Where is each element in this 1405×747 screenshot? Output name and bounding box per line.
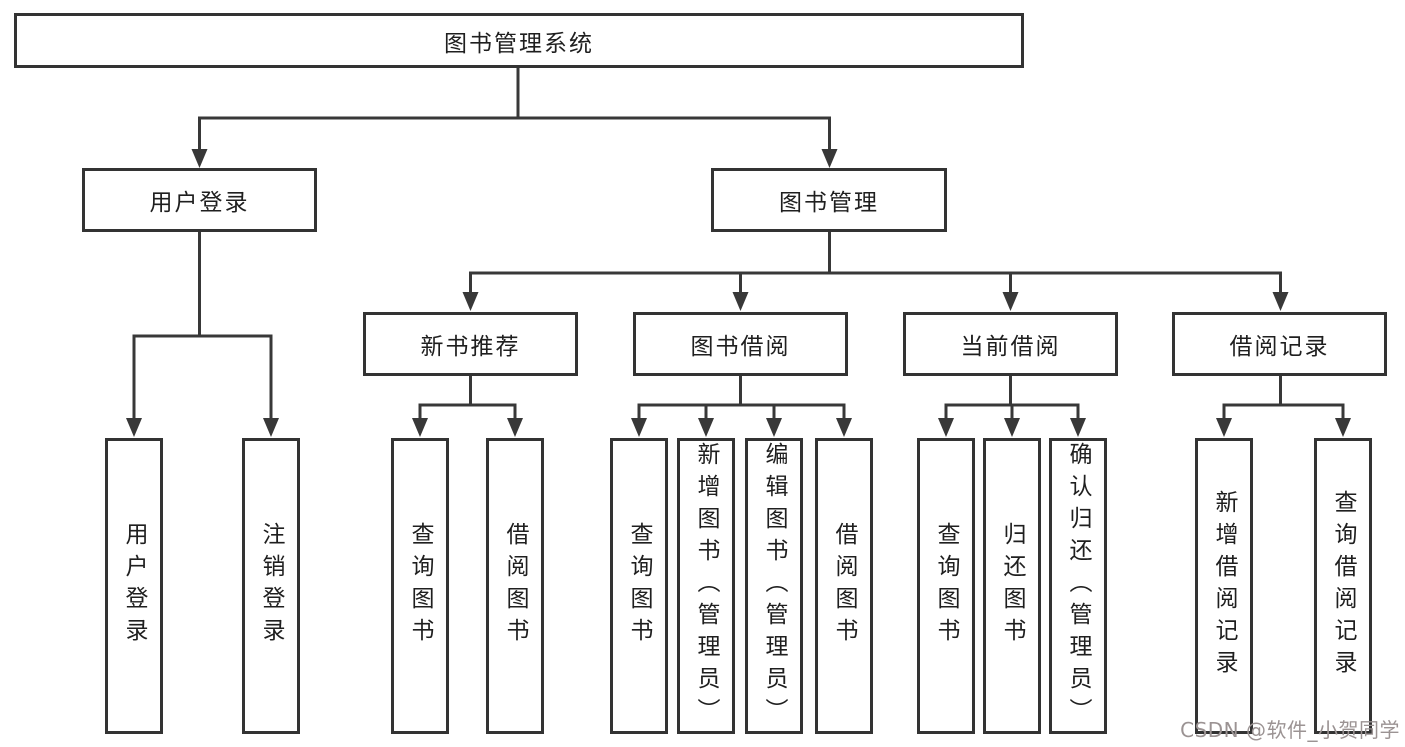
edge-new-book-bar: [418, 403, 517, 420]
leaf-nb-borrow-books: 借阅图书: [486, 438, 544, 734]
arrowhead-nb-query: [412, 418, 428, 437]
leaf-br-add-record-label: 新增借阅记录: [1211, 490, 1237, 682]
node-user-login: 用户登录: [82, 168, 317, 232]
edge-book-borrowing-bar: [637, 403, 846, 420]
leaf-logout: 注销登录: [242, 438, 300, 734]
leaf-bb-borrow-books-label: 借阅图书: [831, 522, 857, 650]
edge-level3-bar: [469, 271, 1282, 294]
arrowhead-current-borrowing: [1002, 292, 1019, 311]
node-new-book-recommend-label: 新书推荐: [420, 334, 521, 360]
node-book-management: 图书管理: [711, 168, 947, 232]
edge-level2-bar: [198, 116, 831, 151]
node-current-borrowing-label: 当前借阅: [960, 334, 1061, 360]
arrowhead-book-management: [821, 149, 838, 168]
leaf-bb-query-books-label: 查询图书: [626, 522, 652, 650]
arrowhead-bb-add: [698, 418, 714, 437]
arrowhead-br-add: [1216, 418, 1232, 437]
connector-user-login-children: [126, 230, 279, 437]
connector-current-borrowing-children: [938, 374, 1086, 437]
arrowhead-bb-edit: [766, 418, 782, 437]
leaf-cb-query-books-label: 查询图书: [933, 522, 959, 650]
arrowhead-cb-query: [938, 418, 954, 437]
arrowhead-user-login: [191, 149, 208, 168]
leaf-bb-edit-books-admin-label: 编辑图书（管理员）: [761, 442, 787, 730]
arrowhead-logout-leaf: [263, 418, 279, 437]
node-user-login-label: 用户登录: [149, 190, 250, 216]
arrowhead-cb-confirm: [1070, 418, 1086, 437]
edge-borrowing-records-bar: [1222, 403, 1345, 420]
node-library-system-label: 图书管理系统: [444, 30, 594, 57]
leaf-bb-query-books: 查询图书: [610, 438, 668, 734]
leaf-user-login-label: 用户登录: [121, 522, 147, 650]
node-book-management-label: 图书管理: [779, 190, 879, 216]
arrowhead-cb-return: [1004, 418, 1020, 437]
leaf-cb-confirm-return-admin-label: 确认归还（管理员）: [1065, 442, 1091, 730]
node-new-book-recommend: 新书推荐: [363, 312, 578, 376]
node-library-system: 图书管理系统: [14, 13, 1024, 68]
leaf-br-query-record: 查询借阅记录: [1314, 438, 1372, 734]
connector-root-to-level2: [191, 66, 838, 168]
leaf-nb-query-books: 查询图书: [391, 438, 449, 734]
arrowhead-borrowing-records: [1272, 292, 1289, 311]
leaf-bb-add-books-admin: 新增图书（管理员）: [677, 438, 735, 734]
arrowhead-bb-borrow: [836, 418, 852, 437]
leaf-cb-query-books: 查询图书: [917, 438, 975, 734]
arrowhead-new-book: [462, 292, 479, 311]
connector-book-borrowing-children: [631, 374, 852, 437]
arrowhead-bb-query: [631, 418, 647, 437]
arrowhead-book-borrowing: [732, 292, 749, 311]
node-borrowing-records: 借阅记录: [1172, 312, 1387, 376]
leaf-bb-edit-books-admin: 编辑图书（管理员）: [745, 438, 803, 734]
leaf-nb-borrow-books-label: 借阅图书: [502, 522, 528, 650]
arrowhead-nb-borrow: [507, 418, 523, 437]
connector-borrowing-records-children: [1216, 374, 1351, 437]
node-book-borrowing-label: 图书借阅: [690, 334, 791, 360]
leaf-bb-add-books-admin-label: 新增图书（管理员）: [693, 442, 719, 730]
edge-user-login-bar: [132, 334, 273, 420]
leaf-br-add-record: 新增借阅记录: [1195, 438, 1253, 734]
leaf-cb-return-books: 归还图书: [983, 438, 1041, 734]
node-book-borrowing: 图书借阅: [633, 312, 848, 376]
leaf-logout-label: 注销登录: [258, 522, 284, 650]
leaf-cb-confirm-return-admin: 确认归还（管理员）: [1049, 438, 1107, 734]
leaf-cb-return-books-label: 归还图书: [999, 522, 1025, 650]
leaf-br-query-record-label: 查询借阅记录: [1330, 490, 1356, 682]
leaf-bb-borrow-books: 借阅图书: [815, 438, 873, 734]
arrowhead-user-login-leaf: [126, 418, 142, 437]
node-borrowing-records-label: 借阅记录: [1229, 334, 1330, 360]
leaf-nb-query-books-label: 查询图书: [407, 522, 433, 650]
node-current-borrowing: 当前借阅: [903, 312, 1118, 376]
leaf-user-login: 用户登录: [105, 438, 163, 734]
connector-book-management-children: [462, 232, 1289, 311]
connector-new-book-children: [412, 374, 523, 437]
arrowhead-br-query: [1335, 418, 1351, 437]
